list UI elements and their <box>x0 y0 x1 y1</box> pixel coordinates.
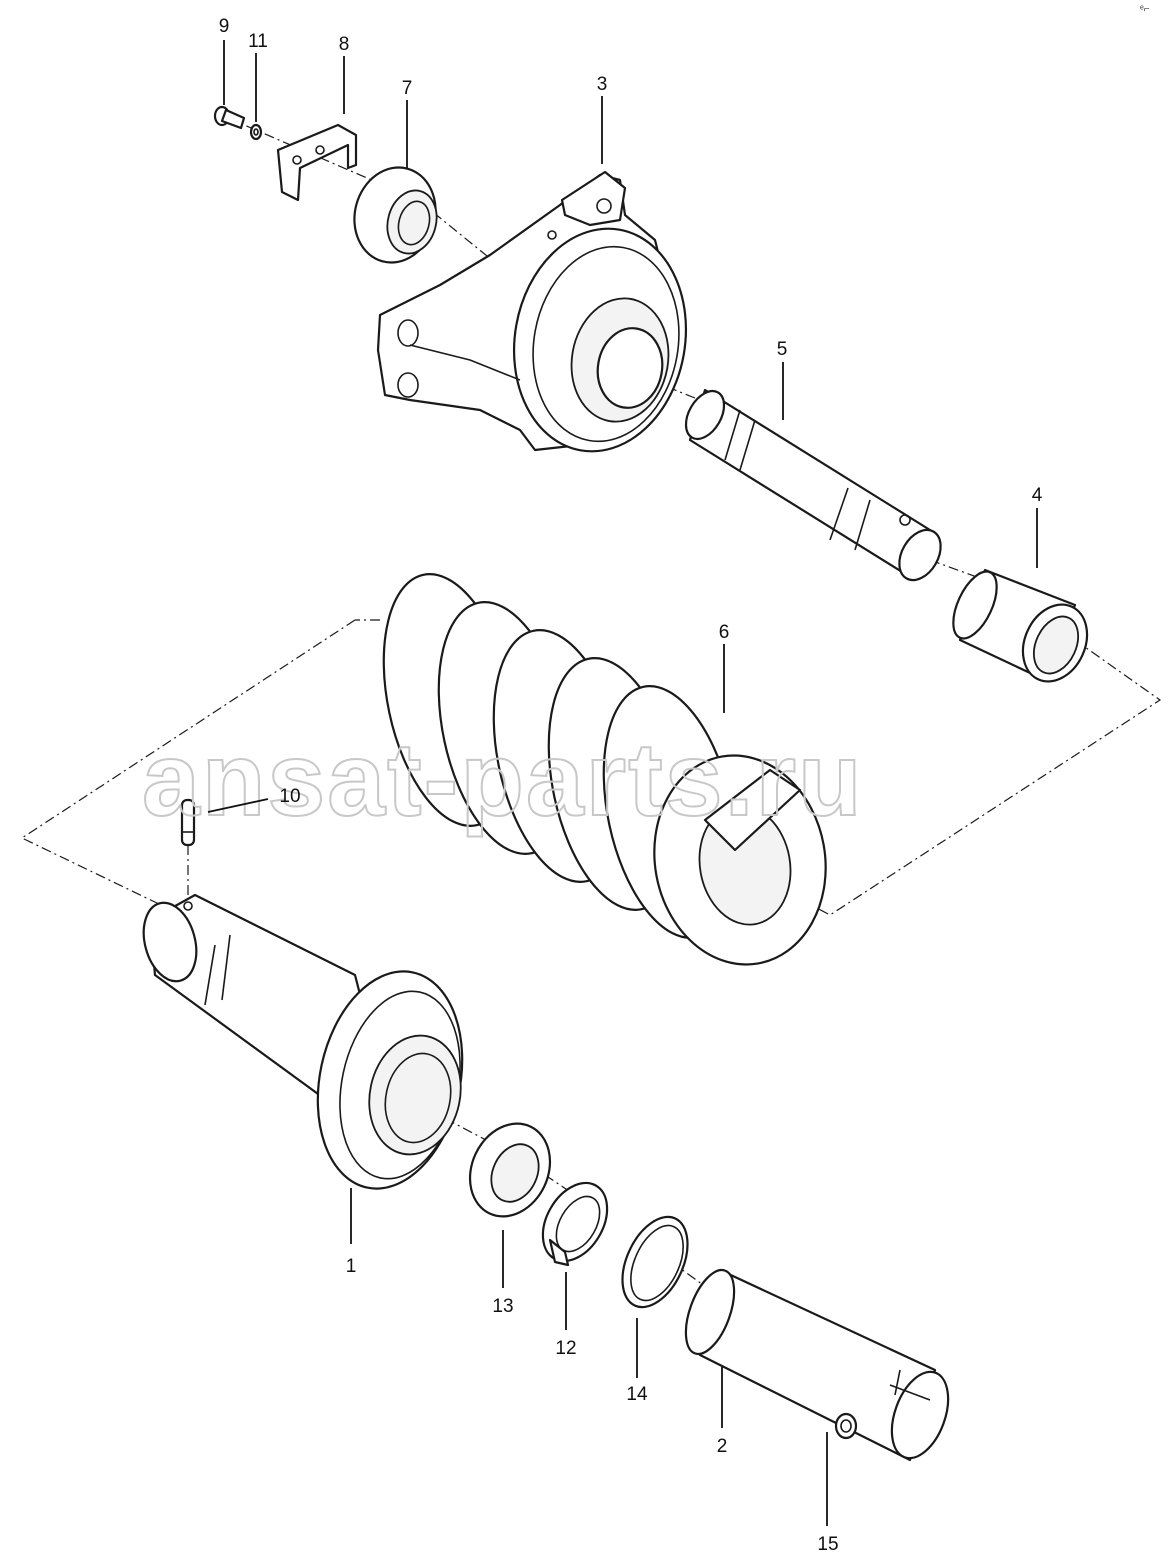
label-12: 12 <box>555 1338 576 1359</box>
label-9: 9 <box>219 16 230 37</box>
label-10: 10 <box>279 786 300 807</box>
o-ring-part-14 <box>621 1215 689 1309</box>
label-1: 1 <box>346 1256 357 1277</box>
shaft-part-5 <box>684 388 942 582</box>
label-2: 2 <box>717 1436 728 1457</box>
leader-lines <box>207 40 1038 1526</box>
bracket-part-8 <box>276 123 358 202</box>
label-3: 3 <box>597 74 608 95</box>
yoke-housing-part-3 <box>376 170 688 453</box>
label-6: 6 <box>719 622 730 643</box>
idler-hub-part-1 <box>142 893 464 1190</box>
corner-mark: ᵉ⌐ <box>1140 4 1150 15</box>
nut-part-7 <box>353 166 438 264</box>
watermark: ansat-parts.ru <box>142 722 864 838</box>
bushing-part-4 <box>952 568 1089 683</box>
label-7: 7 <box>402 78 413 99</box>
label-15: 15 <box>817 1534 838 1555</box>
part-number-labels: 9 11 8 7 3 5 4 6 10 1 13 12 14 2 15 <box>219 16 1043 1555</box>
pin-shaft-part-2 <box>684 1268 950 1462</box>
pin-part-10 <box>180 798 196 847</box>
washer-part-11 <box>249 123 263 141</box>
spring-part-6 <box>382 573 827 966</box>
plug-part-15 <box>834 1412 858 1440</box>
bolt-part-9 <box>213 105 246 130</box>
label-11: 11 <box>248 31 268 52</box>
label-13: 13 <box>492 1296 513 1317</box>
label-5: 5 <box>777 339 788 360</box>
label-8: 8 <box>339 34 350 55</box>
snap-ring-part-12 <box>541 1181 609 1267</box>
label-14: 14 <box>626 1384 648 1405</box>
thrust-ring-part-13 <box>468 1122 552 1218</box>
label-4: 4 <box>1032 485 1043 506</box>
